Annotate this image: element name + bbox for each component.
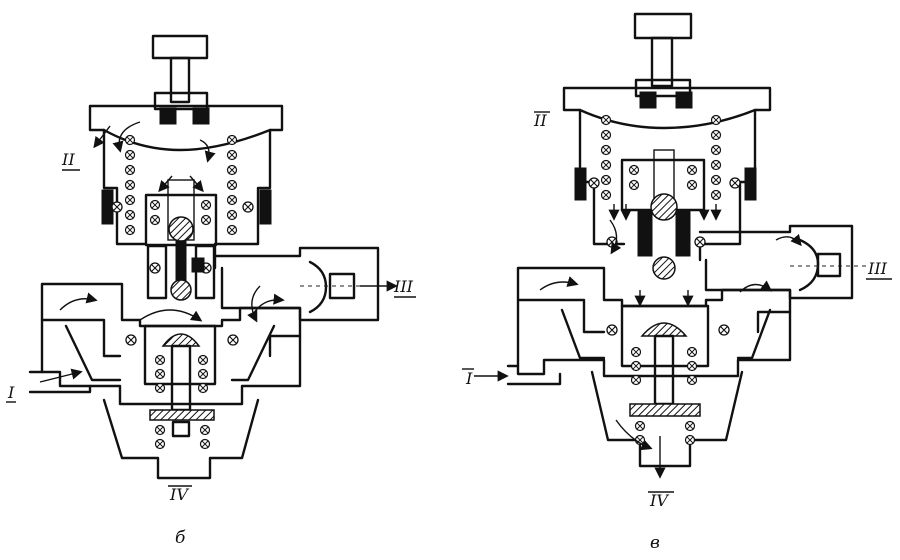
valve-seat xyxy=(161,333,201,347)
lower-ball xyxy=(170,279,192,301)
label-III-right: III xyxy=(867,259,888,278)
nut xyxy=(153,91,209,111)
label-I-right: I xyxy=(465,369,473,388)
label-III-left: III xyxy=(393,277,414,296)
outlet-housing-right xyxy=(698,224,854,300)
right-valve-figure: II III I IV в xyxy=(462,12,892,553)
left-valve-figure: II III I IV б xyxy=(6,34,416,548)
valve-cover xyxy=(88,104,284,270)
spring-left xyxy=(124,134,136,236)
adjusting-screw-shaft xyxy=(169,56,191,104)
label-IV-right: IV xyxy=(649,491,669,510)
valve-body-right xyxy=(516,266,792,378)
label-II-right: II xyxy=(533,111,547,130)
bottom-cap xyxy=(102,398,260,480)
caption-right: в xyxy=(650,533,660,553)
valve-stem xyxy=(175,240,187,283)
label-II-left: II xyxy=(61,150,75,169)
filter-disc xyxy=(149,409,215,421)
caption-left: б xyxy=(175,528,186,548)
spring-right-right xyxy=(710,114,722,201)
adjusting-screw-head-right xyxy=(633,12,693,40)
upper-ball xyxy=(168,216,194,242)
label-I-left: I xyxy=(7,383,15,402)
label-IV-left: IV xyxy=(169,485,189,504)
adjusting-screw-head xyxy=(151,34,209,60)
bottom-cap-right xyxy=(590,370,744,468)
spring-right xyxy=(226,134,238,236)
spring-left-right xyxy=(600,114,612,201)
valve-cover-right xyxy=(562,86,772,262)
